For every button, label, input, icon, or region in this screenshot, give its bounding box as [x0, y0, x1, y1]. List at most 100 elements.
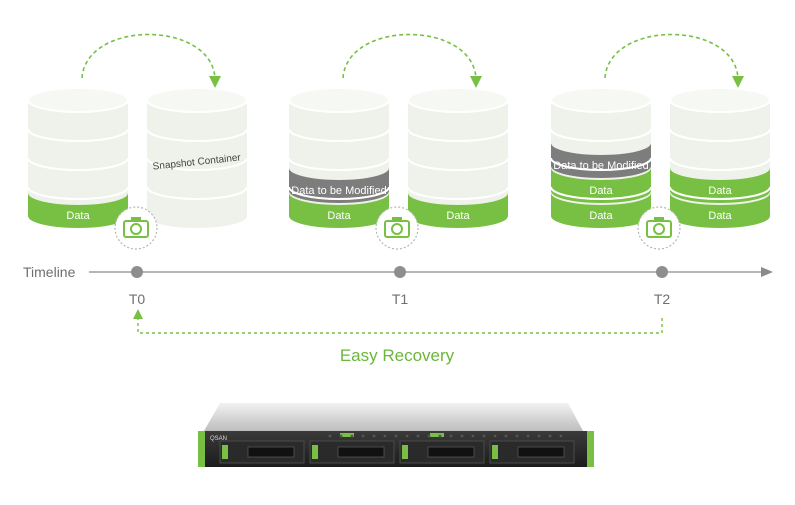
camera-icon	[375, 206, 419, 250]
vent-hole	[372, 434, 376, 438]
vent-hole	[438, 434, 442, 438]
vent-hole	[471, 434, 475, 438]
drive-bay	[309, 440, 395, 464]
timeline-node	[131, 266, 143, 278]
cylinder-body	[147, 100, 247, 228]
cylinder-top	[288, 87, 390, 113]
tier-label: Data	[66, 210, 90, 222]
cylinder-tier	[551, 193, 651, 228]
timeline-point-label: T2	[654, 291, 671, 307]
tier-separator	[669, 186, 771, 200]
dashed-arrow-icon	[81, 33, 221, 88]
cylinder-tier	[670, 193, 770, 228]
cylinder-tier	[670, 168, 770, 203]
camera-top	[131, 217, 141, 221]
recovery-path: Easy Recovery	[133, 309, 663, 365]
drive-handle	[247, 446, 295, 458]
timeline-arrowhead	[761, 267, 773, 277]
cylinder-tier	[28, 193, 128, 228]
tier-separator	[146, 157, 248, 171]
vent-hole	[350, 434, 354, 438]
cylinder-top	[407, 87, 509, 113]
vent-hole	[504, 434, 508, 438]
cylinder-top	[669, 87, 771, 113]
tier-separator	[550, 128, 652, 142]
vent-hole	[328, 434, 332, 438]
tier-label: Data	[589, 185, 613, 197]
dashed-arc	[342, 33, 477, 79]
server-top	[204, 403, 583, 431]
camera-top	[654, 217, 664, 221]
cylinder-top	[27, 87, 129, 113]
timeline-node	[394, 266, 406, 278]
server-left-handle	[198, 431, 205, 467]
tier-separator	[550, 186, 652, 200]
tier-separator	[288, 157, 390, 171]
camera-icon	[637, 206, 681, 250]
tier-separator	[146, 186, 248, 200]
vent-hole	[526, 434, 530, 438]
primary-volume: Data	[27, 87, 129, 228]
tier-separator	[288, 186, 390, 200]
drive-bay	[399, 440, 485, 464]
tier-separator	[407, 157, 509, 171]
drive-handle	[337, 446, 385, 458]
tier-separator	[550, 157, 652, 171]
drive-bay	[219, 440, 305, 464]
server-led-2	[430, 433, 444, 437]
drive-latch	[402, 445, 408, 459]
vent-hole	[383, 434, 387, 438]
drive-latch	[492, 445, 498, 459]
cylinder-body	[28, 100, 128, 228]
cylinder-tier	[551, 168, 651, 203]
tier-separator	[407, 186, 509, 200]
tier-label: Data	[708, 210, 732, 222]
dashed-arc	[604, 33, 739, 79]
drive-latch	[312, 445, 318, 459]
cylinder-tier	[289, 168, 389, 203]
drive-handle	[427, 446, 475, 458]
recovery-arrowhead-icon	[133, 309, 143, 319]
camera-top	[392, 217, 402, 221]
arc-arrowhead	[732, 76, 744, 88]
vent-hole	[537, 434, 541, 438]
arc-arrowhead	[209, 76, 221, 88]
camera-lens	[391, 223, 403, 235]
dashed-arc	[81, 33, 216, 79]
tier-separator	[288, 128, 390, 142]
vent-hole	[361, 434, 365, 438]
snapshot-container: Data	[407, 87, 509, 228]
cylinder-top	[550, 87, 652, 113]
drive-handle	[517, 446, 565, 458]
server-brand: QSAN	[210, 436, 227, 442]
dashed-arrow-icon	[604, 33, 744, 88]
camera-lens	[653, 223, 665, 235]
dashed-arrow-icon	[342, 33, 482, 88]
vent-hole	[548, 434, 552, 438]
timeline-point-label: T0	[129, 291, 146, 307]
snapshot-groups: Data Snapshot Container Data to be Modifie…	[27, 33, 771, 250]
vent-hole	[405, 434, 409, 438]
cylinder-body	[408, 100, 508, 228]
camera-ring	[114, 206, 158, 250]
recovery-label: Easy Recovery	[340, 346, 455, 365]
tier-separator	[407, 128, 509, 142]
drive-bay	[489, 440, 575, 464]
cylinder-tier	[289, 193, 389, 228]
arc-arrowhead	[470, 76, 482, 88]
tier-label: Data	[327, 210, 351, 222]
vent-hole	[515, 434, 519, 438]
vent-hole	[482, 434, 486, 438]
drive-latch	[222, 445, 228, 459]
snapshot-container: Snapshot Container	[146, 87, 248, 228]
camera-lens	[130, 223, 142, 235]
vent-hole	[427, 434, 431, 438]
